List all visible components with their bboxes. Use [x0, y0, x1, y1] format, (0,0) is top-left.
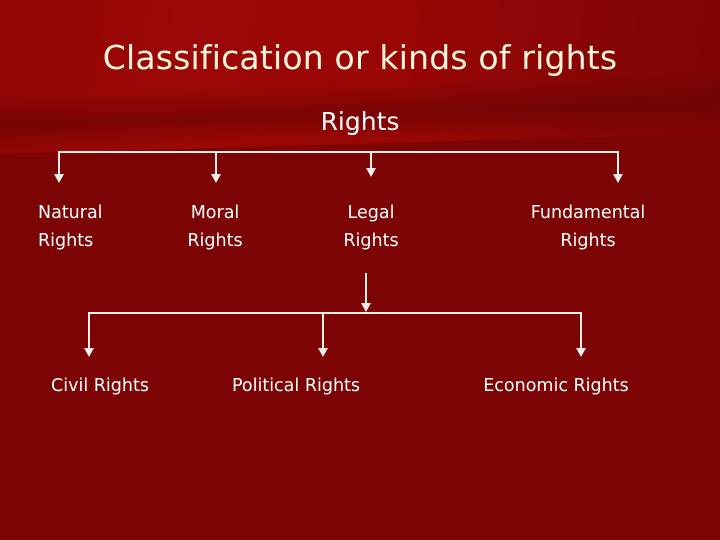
tier2-arrowhead-from-legal: [361, 303, 371, 312]
tier1-stem-natural: [58, 151, 60, 176]
tier2-arrowhead-civil: [84, 348, 94, 357]
tier1-arrowhead-legal: [366, 168, 376, 177]
node-fundamental-rights: Fundamental Rights: [530, 203, 646, 251]
tier1-stem-fundamental: [617, 151, 619, 176]
diagram-root-label: Rights: [320, 107, 400, 136]
tier1-stem-moral: [215, 151, 217, 176]
tier2-stem-economic: [580, 312, 582, 350]
tier2-stem-political: [322, 312, 324, 350]
tier1-arrowhead-moral: [211, 174, 221, 183]
node-civil-rights: Civil Rights: [51, 376, 149, 396]
node-political-rights: Political Rights: [231, 376, 361, 396]
tier2-arrowhead-economic: [576, 348, 586, 357]
tier1-arrowhead-natural: [54, 174, 64, 183]
node-moral-rights: Moral Rights: [187, 203, 243, 251]
tier1-stem-legal: [370, 151, 372, 170]
node-economic-rights: Economic Rights: [483, 376, 629, 396]
tier2-horizontal-connector: [89, 312, 582, 314]
slide-title: Classification or kinds of rights: [102, 38, 618, 77]
tier1-arrowhead-fundamental: [613, 174, 623, 183]
node-natural-rights: Natural Rights: [38, 203, 103, 251]
tier2-stem-civil: [88, 312, 90, 350]
tier1-horizontal-connector: [59, 151, 619, 153]
tier2-drop-stem-from-legal: [365, 273, 367, 305]
node-legal-rights: Legal Rights: [343, 203, 399, 251]
tier2-arrowhead-political: [318, 348, 328, 357]
